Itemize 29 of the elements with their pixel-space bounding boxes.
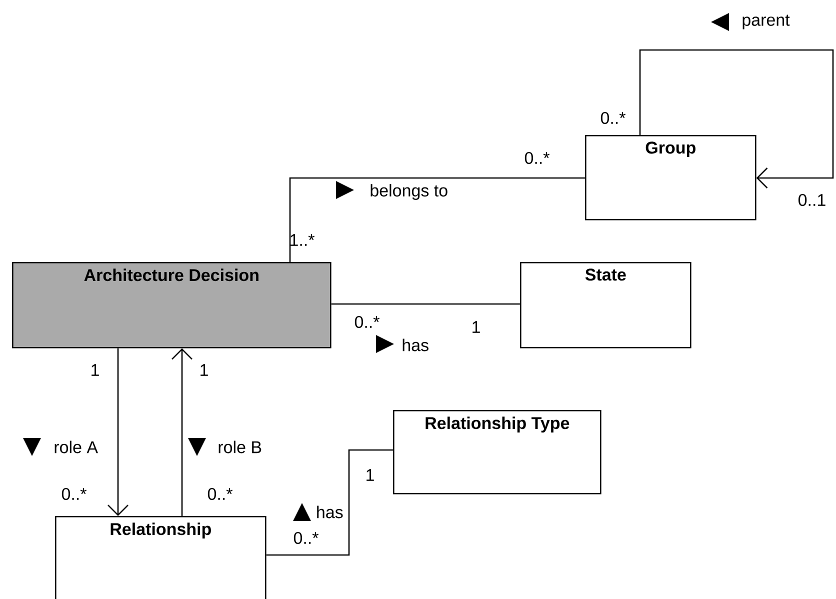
multiplicity-label: 1 [92,364,99,376]
class-box: Architecture Decision [12,262,332,348]
multiplicity-label: 0..* [354,316,380,328]
multiplicity-label: 1..* [290,234,314,246]
multiplicity-label: 1 [472,321,480,333]
edge-label: has [317,506,343,518]
multiplicity-label: 0..1 [798,194,826,206]
multiplicity-label: 0..* [294,532,318,544]
association-line [266,449,393,556]
multiplicity-label: 0..* [62,488,86,500]
multiplicity-label: 0..* [208,488,232,500]
association-line [331,303,520,305]
association-line [289,177,585,262]
class-box: State [520,262,692,348]
association-line [639,49,834,188]
class-box: Group [585,135,756,220]
edge-label: role A [54,440,98,454]
multiplicity-label: 0..* [600,112,626,124]
multiplicity-label: 1 [200,364,208,376]
edge-label: parent [742,14,790,30]
edge-label: has [402,338,428,352]
edge-label: belongs to [370,184,448,200]
edge-label: role B [218,440,262,454]
class-box: Relationship [55,516,266,599]
association-line [108,348,128,516]
multiplicity-label: 0..* [524,152,550,164]
class-box: Relationship Type [393,410,602,494]
association-line [172,348,192,516]
multiplicity-label: 1 [366,469,374,481]
